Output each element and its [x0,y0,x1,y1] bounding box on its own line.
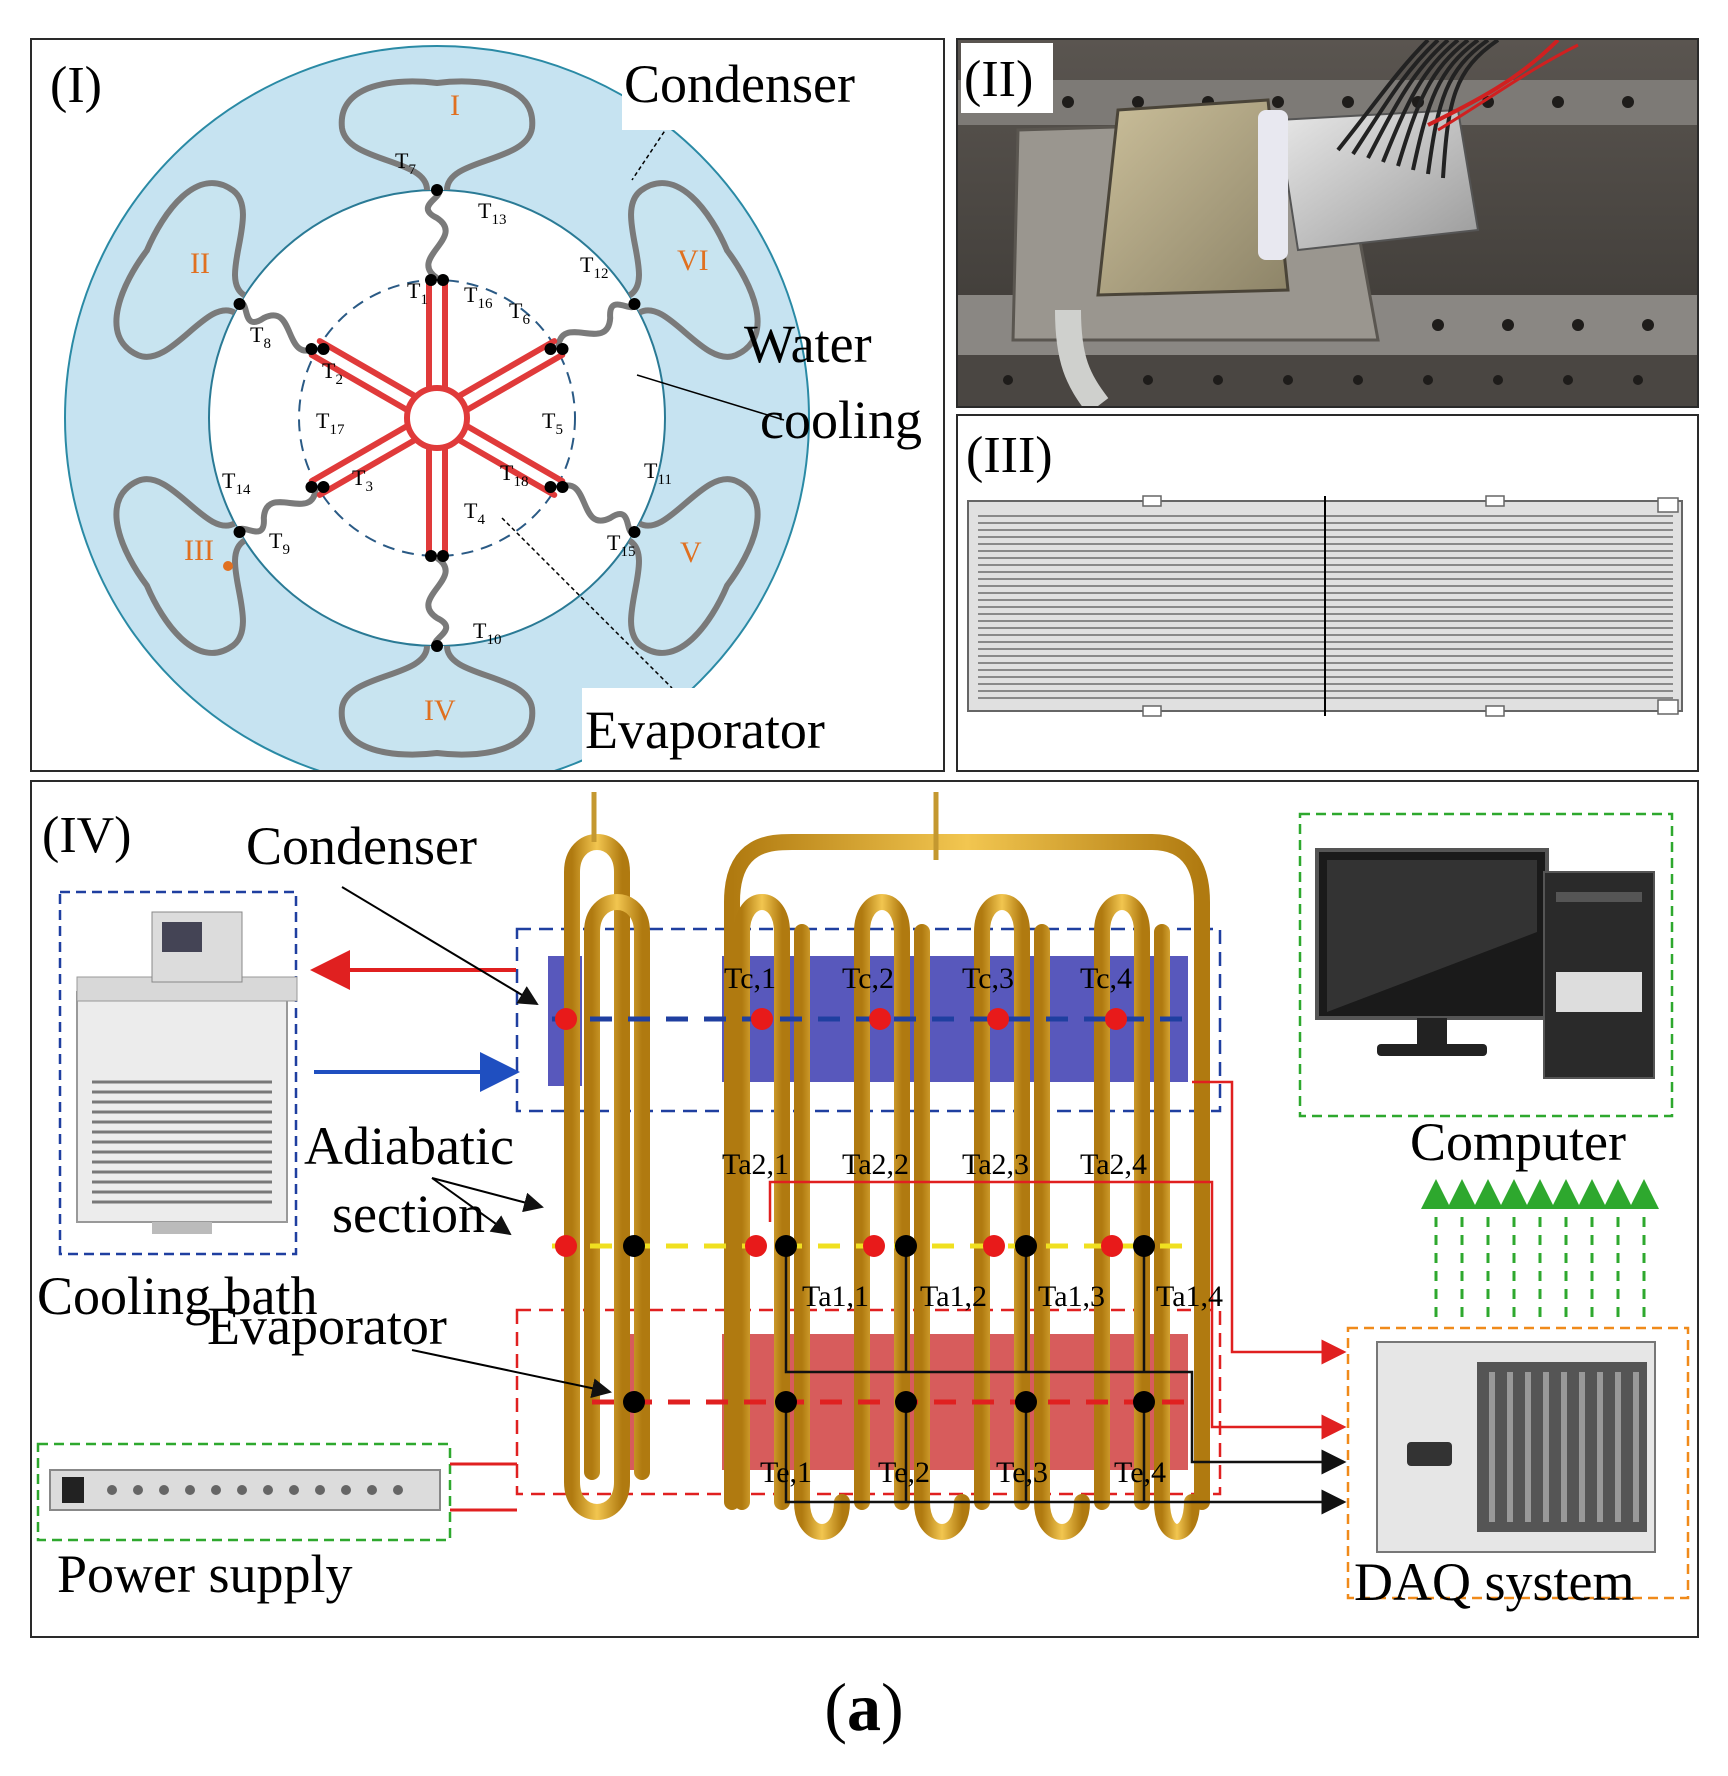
condenser-lobe [556,476,761,656]
cooling-bath-icon [76,911,298,1234]
thermocouple-dot [556,481,569,493]
thermocouple-dot [425,550,437,562]
tc-label: Tc,4 [1080,962,1132,995]
water-label: Water [744,314,872,374]
cooling-bath-label: Cooling bath [37,1266,318,1326]
sensor-dot [623,1391,645,1413]
panel-i: I II III IV V VI T7 T13 T1 T16 T6 T12 T8… [30,38,945,772]
condenser-lobe [338,78,536,281]
sensor-dot [1101,1235,1123,1257]
tc-label: Tc,3 [962,962,1014,995]
thermocouple-dot [628,298,641,310]
computer-label: Computer [1410,1112,1626,1172]
te-label: Te,4 [1114,1456,1166,1489]
sensor-dot [1015,1391,1037,1413]
daq-device-icon [1376,1341,1656,1553]
panel-ii: (II) [956,38,1699,408]
te-label: Te,1 [760,1456,812,1489]
sector-label-ii: II [190,247,210,280]
sensor-dot [1133,1391,1155,1413]
te-label: Te,2 [878,1456,930,1489]
condenser-lobe [555,180,761,360]
sensor-dot [623,1235,645,1257]
power-supply-icon [49,1469,441,1511]
sensor-dot [555,1235,577,1257]
thermocouple-dot [431,640,443,652]
thermocouple-dot [628,526,641,538]
ta2-label: Ta2,3 [962,1148,1029,1181]
computer-icon [1315,848,1655,1079]
sensor-dot [863,1235,885,1257]
sector-label-iii: III [184,534,214,567]
thermocouple-dot [233,526,246,538]
sensor-dot [751,1008,773,1030]
section-label: section [332,1184,485,1244]
thermocouple-dot [437,550,449,562]
thermocouple-dot [305,343,318,355]
panel-iii: (III) [956,414,1699,772]
evaporator-label: Evaporator [585,700,825,760]
daq-label: DAQ system [1354,1552,1635,1612]
thermocouple-dot [233,298,246,310]
thermocouple-dot [544,481,557,493]
ta1-label: Ta1,2 [920,1280,987,1313]
ta2-label: Ta2,2 [842,1148,909,1181]
sensor-dot [1105,1008,1127,1030]
sensor-dot [895,1391,917,1413]
tc-label: Tc,2 [842,962,894,995]
figure-caption: (a) [824,1669,904,1745]
sector-label-i: I [450,89,460,122]
sensor-dot [745,1235,767,1257]
sector-label-vi: VI [677,244,709,277]
heat-pipe-radial-schematic: I II III IV V VI T7 T13 T1 T16 T6 T12 T8… [50,40,942,770]
cooling-label: cooling [760,390,922,450]
channel-plate-drawing: (III) [966,427,1683,717]
condenser-label: Condenser [624,54,855,114]
experimental-setup-diagram: (IV) [36,792,1690,1612]
ta1-label: Ta1,1 [802,1280,869,1313]
test-rig-photo: (II) [958,40,1697,406]
sensor-dot [983,1235,1005,1257]
sensor-dot [775,1391,797,1413]
sensor-dot [1133,1235,1155,1257]
panel-i-tag: (I) [50,57,102,114]
thermocouple-dot [317,343,330,355]
thermocouple-dot [556,343,569,355]
panel-iii-tag: (III) [966,427,1053,484]
panel-ii-tag: (II) [964,51,1033,108]
tc-label: Tc,1 [724,962,776,995]
condenser-lobe [338,555,536,758]
panel-iv-tag: (IV) [42,807,132,864]
ta1-label: Ta1,4 [1156,1280,1223,1313]
sector-label-iv: IV [424,694,456,727]
evaporator-label-iv: Evaporator [207,1296,447,1356]
sensor-dot [987,1008,1009,1030]
thermocouple-dot [425,274,437,286]
condenser-lobe [113,476,319,656]
ta2-label: Ta2,1 [722,1148,789,1181]
thermocouple-dot [305,481,318,493]
sensor-dot [869,1008,891,1030]
adiabatic-label: Adiabatic [304,1116,514,1176]
ta2-label: Ta2,4 [1080,1148,1147,1181]
power-supply-label: Power supply [57,1544,353,1604]
sensor-dot [1015,1235,1037,1257]
thermocouple-dot [437,274,449,286]
condenser-lobe [113,180,318,360]
sensor-dot [895,1235,917,1257]
condenser-label-iv: Condenser [246,816,477,876]
panel-iv: (IV) [30,780,1699,1638]
ta1-label: Ta1,3 [1038,1280,1105,1313]
te-label: Te,3 [996,1456,1048,1489]
thermocouple-dot [544,343,557,355]
sensor-dot [775,1235,797,1257]
thermocouple-dot [317,481,330,493]
thermocouple-dot [431,184,443,196]
sensor-dot [555,1008,577,1030]
sector-label-v: V [680,536,702,569]
